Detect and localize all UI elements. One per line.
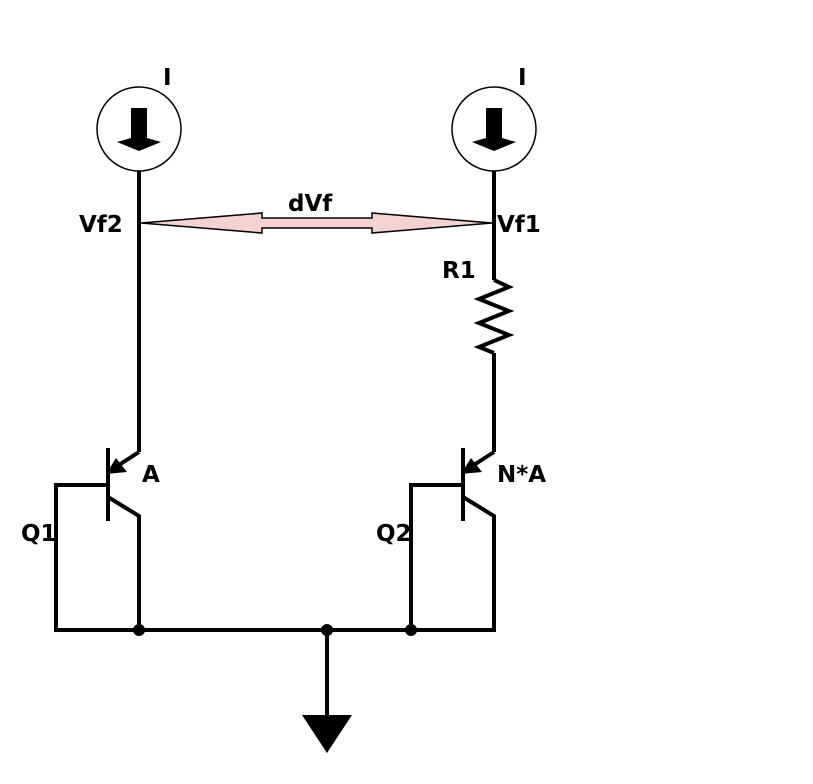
resistor-r1 xyxy=(473,278,515,355)
q1-collector xyxy=(106,495,141,630)
vf2-label: Vf2 xyxy=(79,212,123,238)
dvf-double-arrow xyxy=(140,212,493,234)
current-source-left-arrow-icon xyxy=(117,108,161,151)
vf1-label: Vf1 xyxy=(497,212,541,238)
ground-icon xyxy=(302,715,352,753)
dvf-label: dVf xyxy=(288,191,333,217)
q1-base-wire xyxy=(54,483,108,630)
q1-area-label: A xyxy=(142,462,160,488)
junction-dot-left xyxy=(133,624,145,636)
transistor-q1 xyxy=(54,448,141,630)
source-right-label: I xyxy=(518,65,527,91)
q2-collector xyxy=(461,495,496,630)
q2-area-label: N*A xyxy=(497,462,546,488)
transistor-q2 xyxy=(409,448,496,630)
source-left-label: I xyxy=(163,65,172,91)
q2-label: Q2 xyxy=(376,521,412,547)
q2-base-wire xyxy=(409,483,463,630)
r1-label: R1 xyxy=(442,258,476,284)
junction-dot-right xyxy=(405,624,417,636)
current-source-right-arrow-icon xyxy=(472,108,516,151)
current-source-right xyxy=(451,86,537,172)
q1-label: Q1 xyxy=(21,521,57,547)
q2-emitter-arrow-icon xyxy=(461,458,482,474)
q1-emitter-arrow-icon xyxy=(106,458,127,474)
current-source-left xyxy=(96,86,182,172)
